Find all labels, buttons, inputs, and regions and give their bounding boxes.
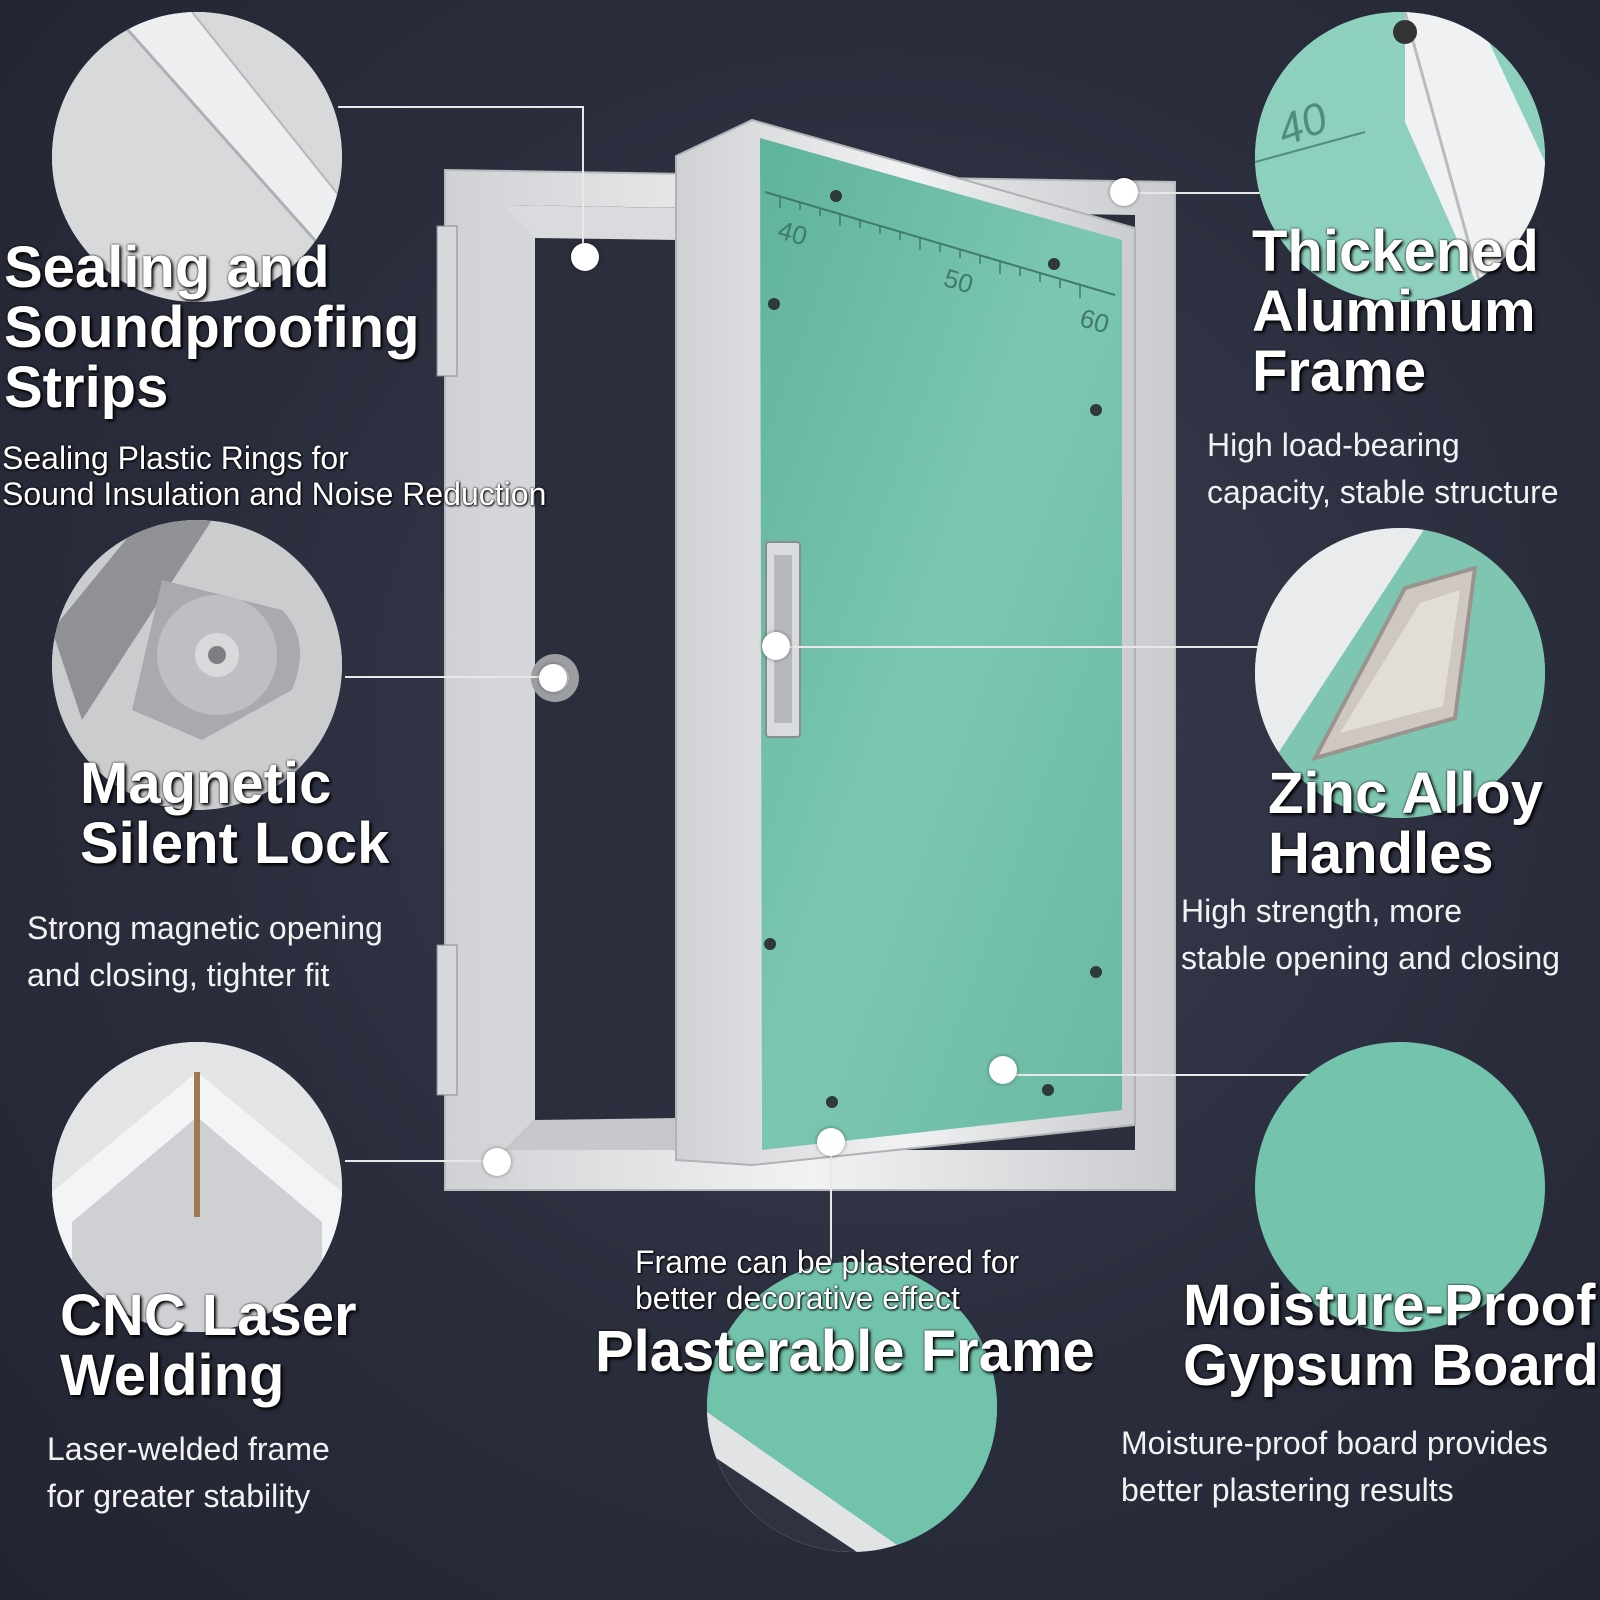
connector-welding <box>345 1160 497 1162</box>
marker-dot-gypsum <box>989 1056 1017 1084</box>
handles-desc: High strength, more stable opening and c… <box>1181 893 1560 976</box>
gypsum-title: Moisture-Proof Gypsum Board <box>1183 1273 1599 1398</box>
lock-title: Magnetic Silent Lock <box>80 751 390 876</box>
connector-sealing-v <box>582 106 584 256</box>
plaster-title: Plasterable Frame <box>595 1319 1095 1384</box>
zoom-plasterable-frame <box>707 1262 997 1552</box>
connector-handles <box>776 646 1262 648</box>
marker-dot-lock <box>539 664 567 692</box>
plaster-desc: Frame can be plastered for better decora… <box>635 1244 1020 1316</box>
handles-title: Zinc Alloy Handles <box>1268 761 1543 886</box>
marker-dot-handles <box>762 632 790 660</box>
connector-sealing <box>338 106 584 108</box>
sealing-title: Sealing and Soundproofing Strips <box>4 235 420 420</box>
marker-dot-plaster <box>817 1128 845 1156</box>
connector-frame <box>1124 192 1262 194</box>
welding-title: CNC Laser Welding <box>60 1283 357 1408</box>
hinge-bottom <box>436 944 458 1096</box>
connector-gypsum <box>1003 1074 1313 1076</box>
connector-lock <box>345 676 555 678</box>
marker-dot-sealing <box>571 243 599 271</box>
zoom-aluminum-frame <box>1255 12 1545 302</box>
zoom-sealing-strip <box>52 12 342 302</box>
marker-dot-frame <box>1110 178 1138 206</box>
frame-title: Thickened Aluminum Frame <box>1252 219 1539 404</box>
zoom-magnetic-lock <box>52 520 342 810</box>
door-panel <box>675 118 1136 1167</box>
zoom-zinc-handle <box>1255 528 1545 818</box>
connector-plaster <box>830 1144 832 1264</box>
marker-dot-welding <box>483 1148 511 1176</box>
welding-desc: Laser-welded frame for greater stability <box>47 1431 330 1514</box>
frame-desc: High load-bearing capacity, stable struc… <box>1207 427 1559 510</box>
zoom-gypsum-board <box>1255 1042 1545 1332</box>
zoom-laser-weld <box>52 1042 342 1332</box>
lock-desc: Strong magnetic opening and closing, tig… <box>27 910 383 993</box>
sealing-desc: Sealing Plastic Rings for Sound Insulati… <box>2 440 547 512</box>
gypsum-desc: Moisture-proof board provides better pla… <box>1121 1425 1548 1508</box>
hinge-top <box>436 225 458 377</box>
